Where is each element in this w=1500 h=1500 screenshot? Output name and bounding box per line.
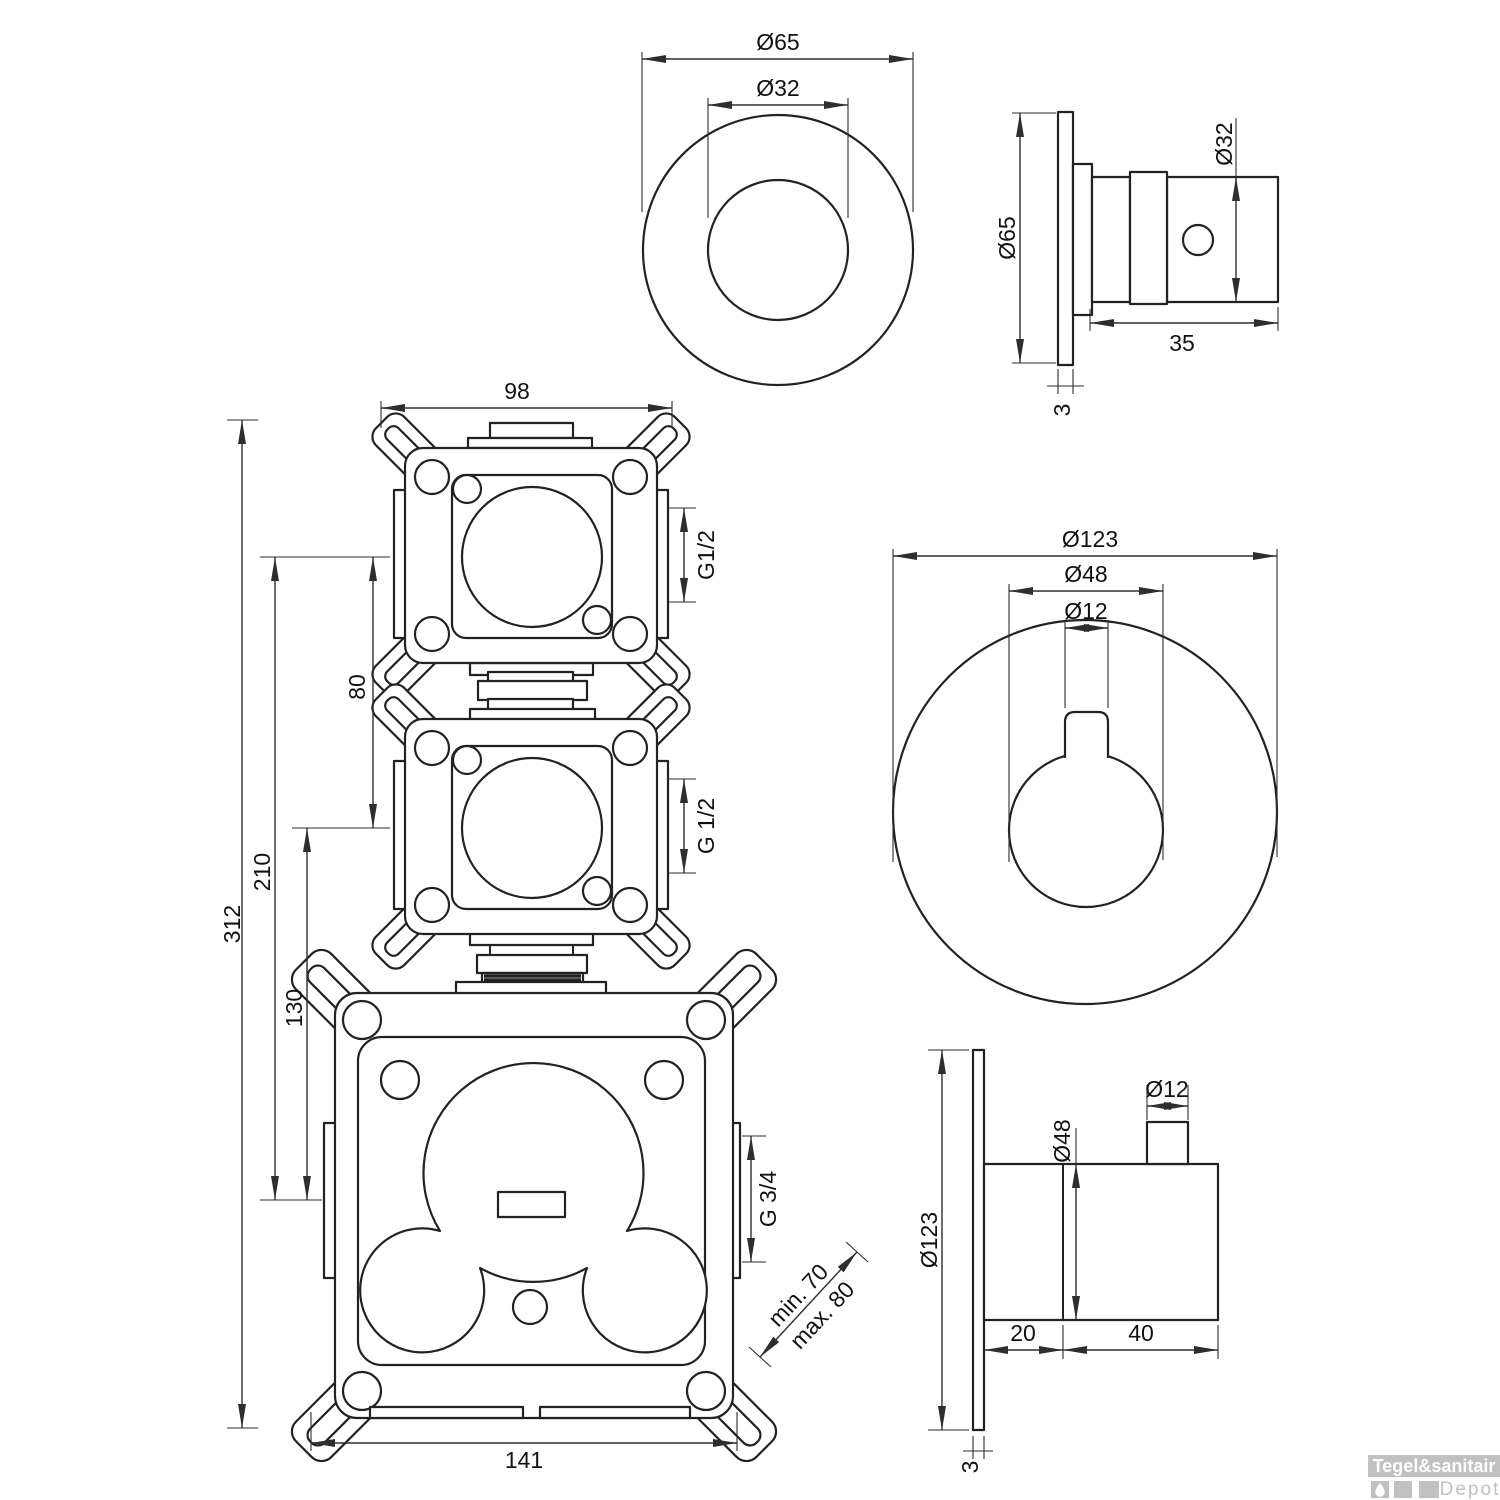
- dim-label-141: 141: [505, 1447, 543, 1473]
- dim-label-d123-front: Ø123: [1062, 526, 1118, 552]
- dim-label-g34: G 3/4: [755, 1171, 781, 1227]
- water-drop-icon: [1375, 1483, 1385, 1497]
- dim-label-d48-front: Ø48: [1064, 561, 1107, 587]
- logo-square-2: [1394, 1481, 1412, 1498]
- large-knob-circle: [1007, 751, 1165, 909]
- valve-body-middle: [366, 678, 696, 975]
- view-side-knob-small: Ø65 Ø32 35 3: [994, 110, 1280, 417]
- large-knob-side: [982, 1162, 1220, 1322]
- dim-label-d32-front: Ø32: [756, 75, 799, 101]
- logo-brand-text: Tegel&sanitair: [1373, 1456, 1496, 1476]
- large-plate-side: [971, 1048, 986, 1432]
- view-front-plate-large: Ø123 Ø48 Ø12: [891, 526, 1279, 1006]
- dim-label-98: 98: [504, 378, 530, 404]
- view-side-knob-large: Ø123 Ø48 Ø12 20 40 3: [916, 1048, 1220, 1474]
- logo-square-3: [1419, 1481, 1439, 1498]
- knob-handle-tab: [1063, 710, 1110, 758]
- dim-label-d32-side: Ø32: [1211, 122, 1237, 165]
- dim-label-20: 20: [1010, 1320, 1036, 1346]
- dim-label-d65-side: Ø65: [994, 216, 1020, 259]
- dim-label-g12-middle: G 1/2: [693, 798, 719, 854]
- dim-label-40: 40: [1128, 1320, 1154, 1346]
- dim-label-d12-front: Ø12: [1064, 598, 1107, 624]
- dim-label-d123-side: Ø123: [916, 1212, 942, 1268]
- view-front-plate-small: Ø65 Ø32: [641, 29, 915, 387]
- dim-label-35: 35: [1169, 330, 1195, 356]
- wall-plate-side: [1056, 110, 1075, 367]
- valve-body-top: [366, 407, 696, 704]
- plate-inner-circle: [706, 178, 850, 322]
- logo-sub-text: Depot: [1440, 1479, 1500, 1500]
- logo-band: [1368, 1455, 1500, 1477]
- dim-label-d12-side: Ø12: [1145, 1076, 1188, 1102]
- view-assembly-front: 98 312 210 130 80 G1/2 G 1/2 G 3/4: [219, 378, 869, 1473]
- dim-label-d48-side: Ø48: [1049, 1119, 1075, 1162]
- dim-label-80: 80: [344, 674, 370, 700]
- dim-label-3-top: 3: [1049, 404, 1075, 417]
- mixer-body-large: [290, 948, 778, 1463]
- dim-label-g12-top: G1/2: [693, 530, 719, 580]
- handle-stub: [1145, 1120, 1190, 1166]
- knob-set-screw: [1181, 223, 1215, 257]
- dim-label-3-bottom: 3: [957, 1461, 983, 1474]
- dim-label-312: 312: [219, 905, 245, 943]
- dim-label-d65-front: Ø65: [756, 29, 799, 55]
- logo: Tegel&sanitair Depot: [1368, 1455, 1500, 1500]
- dim-label-130: 130: [281, 989, 307, 1027]
- dim-label-210: 210: [249, 853, 275, 891]
